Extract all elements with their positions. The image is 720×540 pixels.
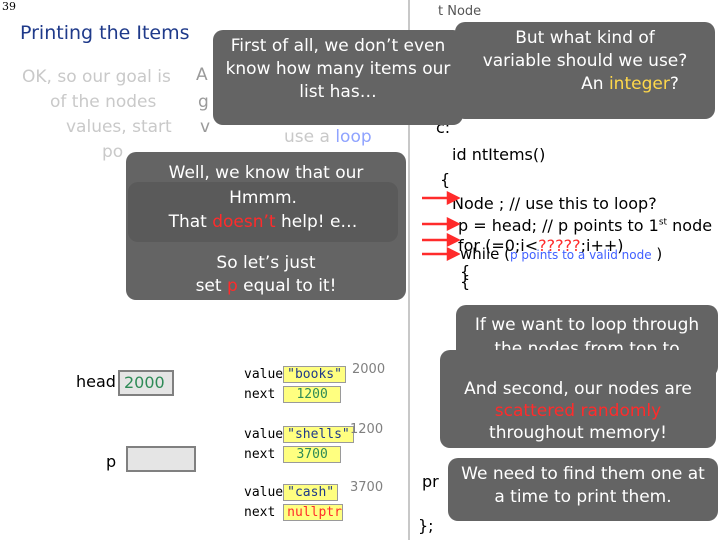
variable-kind-line2: variable should we use? — [482, 51, 688, 71]
node1-value-row: value"books" — [244, 366, 346, 383]
ghost-line-2: of the nodes — [50, 92, 157, 112]
code-line-p-head: p = head; // p points to 1st node — [458, 216, 712, 235]
hmmm-trailing: e… — [329, 212, 358, 232]
integer-word: integer — [608, 74, 670, 94]
we-know-line1: Well, we know that our — [168, 163, 364, 183]
hmmm-suffix: help! — [275, 212, 325, 232]
node2-value: "shells" — [283, 426, 354, 443]
node2-next-label: next — [244, 447, 276, 462]
code-line-while: while (p points to a valid node ) — [460, 245, 662, 263]
set-p-suffix: equal to it! — [237, 276, 337, 296]
ghost-fragment-a: A — [196, 65, 208, 85]
p-box — [126, 446, 196, 472]
hmmm-line2: That doesn’t help! e… — [128, 211, 398, 234]
node3-value: "cash" — [283, 484, 339, 501]
loop-through-line1: If we want to loop through — [474, 315, 700, 335]
variable-kind-line3: An integer? — [455, 73, 715, 96]
node2-next-row: next 3700 — [244, 446, 342, 463]
p-head-tail: node — [667, 216, 713, 235]
while-prefix: while ( — [460, 245, 510, 263]
code-line-end: }; — [418, 516, 434, 535]
node1-address: 2000 — [352, 362, 386, 377]
node1-value: "books" — [283, 366, 346, 383]
node2-address: 1200 — [350, 422, 384, 437]
node3-value-label: value — [244, 485, 284, 500]
first-of-all-line2: know how many items our — [225, 59, 451, 79]
ghost-use-a-loop-prefix: use a — [284, 127, 336, 147]
ghost-fragment-g: g — [198, 92, 209, 112]
first-of-all-line3: list has… — [299, 82, 377, 102]
set-p-word: p — [226, 276, 238, 296]
callout-hmmm: Hmmm. That doesn’t help! e… — [128, 182, 398, 242]
set-p-line2: set p equal to it! — [126, 275, 406, 298]
for-unknown-count: ????? — [538, 236, 581, 255]
ghost-line-4: po — [102, 142, 124, 162]
integer-prefix: An — [581, 74, 609, 94]
ghost-fragment-v: v — [200, 117, 211, 137]
callout-scattered: And second, our nodes are scattered rand… — [440, 350, 716, 448]
head-value: 2000 — [124, 373, 165, 392]
ghost-line-3: values, start — [66, 117, 172, 137]
for-mid: =0;i< — [491, 236, 539, 255]
for-end: ;i++) — [580, 236, 624, 255]
first-of-all-line1: First of all, we don’t even — [230, 36, 446, 56]
node3-next-row: next nullptr — [244, 504, 344, 521]
hmmm-word: doesn’t — [212, 212, 276, 232]
find-one-line2: a time to print them. — [494, 487, 672, 507]
code-line-brace-open: { — [440, 170, 451, 189]
callout-variable-kind: But what kind of variable should we use?… — [455, 22, 715, 119]
code-line-for: for (=0;i<?????;i++) — [458, 236, 624, 255]
set-p-prefix: set — [195, 276, 227, 296]
node2-value-label: value — [244, 427, 284, 442]
pointer-arrows — [422, 190, 460, 262]
code-line-printitems: id ntItems() — [452, 145, 546, 164]
code-line-brace3: { — [460, 272, 471, 291]
code-line-pr: pr — [422, 472, 439, 491]
p-label: p — [106, 452, 117, 471]
code-line-brace2: { — [460, 262, 471, 281]
arrow-for-head — [446, 232, 460, 248]
hmmm-prefix: That — [168, 212, 213, 232]
hmmm-line1: Hmmm. — [229, 188, 297, 208]
code-line-node: Node ; // use this to loop? — [452, 194, 657, 213]
scattered-line3: throughout memory! — [489, 423, 667, 443]
code-header: t Node — [438, 4, 482, 19]
node1-value-label: value — [244, 367, 284, 382]
slide-number: 39 — [2, 0, 16, 13]
ghost-use-a-loop: use a loop — [284, 127, 372, 147]
head-label: head — [76, 372, 116, 391]
scattered-line1: And second, our nodes are — [464, 379, 692, 399]
p-head-sup: st — [658, 217, 668, 228]
node1-next: 1200 — [283, 386, 342, 403]
node3-next: nullptr — [283, 504, 344, 521]
arrow-while-head — [446, 246, 460, 262]
while-condition: p points to a valid node — [509, 248, 652, 262]
callout-find-one: We need to find them one at a time to pr… — [448, 458, 718, 521]
find-one-line1: We need to find them one at — [461, 464, 705, 484]
scattered-line2: scattered randomly — [494, 401, 662, 421]
callout-first-of-all: First of all, we don’t even know how man… — [213, 30, 463, 125]
node1-next-label: next — [244, 387, 276, 402]
p-head-text: p = head; // p points to 1 — [458, 216, 659, 235]
while-suffix: ) — [651, 245, 663, 263]
for-text: for ( — [458, 236, 492, 255]
arrow-node-head — [446, 190, 460, 206]
node2-value-row: value"shells" — [244, 426, 354, 443]
node2-next: 3700 — [283, 446, 342, 463]
ghost-loop-word: loop — [335, 127, 372, 147]
integer-suffix: ? — [669, 74, 679, 94]
set-p-line1: So let’s just — [216, 253, 316, 273]
variable-kind-line1: But what kind of — [515, 28, 655, 48]
ghost-line-1: OK, so our goal is — [22, 67, 171, 87]
head-box: 2000 — [118, 370, 174, 396]
node1-next-row: next 1200 — [244, 386, 342, 403]
slide-title: Printing the Items — [20, 22, 190, 44]
node3-address: 3700 — [350, 480, 384, 495]
node3-next-label: next — [244, 505, 276, 520]
arrow-p-head-head — [446, 216, 460, 232]
node3-value-row: value"cash" — [244, 484, 339, 501]
